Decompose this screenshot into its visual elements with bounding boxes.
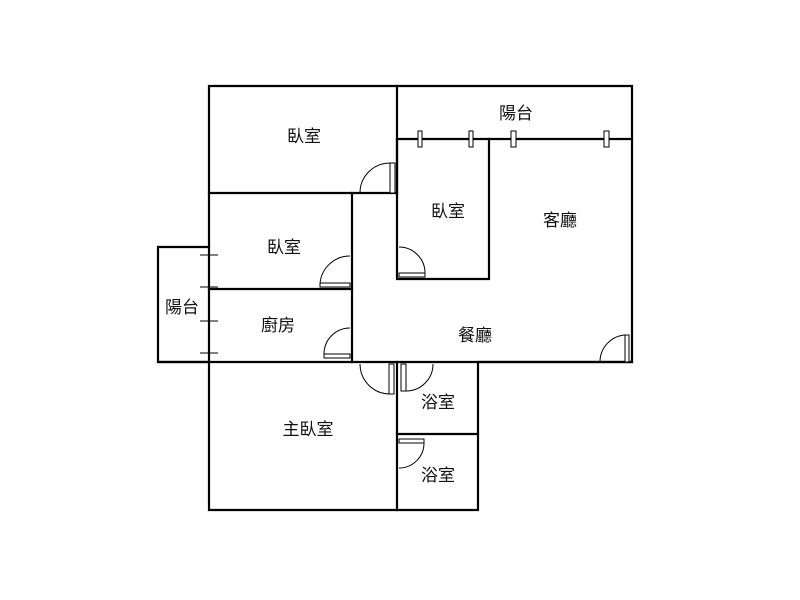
door-bathroom-2 [398, 438, 425, 469]
label-kitchen: 廚房 [261, 315, 295, 336]
window-marker [417, 130, 423, 148]
label-bathroom-2: 浴室 [421, 466, 455, 486]
room-labels: 臥室 陽台 臥室 客廳 臥室 陽台 廚房 餐廳 主臥室 浴室 浴室 [165, 104, 577, 486]
door-kitchen [323, 327, 351, 359]
label-bathroom-1: 浴室 [421, 393, 455, 413]
door-bedroom-top [359, 162, 396, 194]
label-bedroom-small: 臥室 [431, 202, 465, 222]
door-master-bedroom [359, 363, 395, 395]
windows [200, 130, 610, 354]
door-bedroom-middle [319, 255, 351, 288]
doors [319, 162, 630, 469]
window-marker [510, 130, 517, 148]
door-bathroom-1 [400, 363, 434, 392]
exterior-wall [156, 84, 634, 512]
walls [156, 84, 634, 512]
label-living-room: 客廳 [543, 211, 577, 231]
label-bedroom-middle: 臥室 [267, 238, 301, 258]
window-marker [468, 130, 474, 148]
label-balcony-top: 陽台 [499, 104, 533, 124]
door-bedroom-small [398, 246, 426, 278]
door-entrance [599, 334, 630, 363]
label-master-bedroom: 主臥室 [283, 420, 334, 440]
label-dining-room: 餐廳 [458, 326, 492, 346]
window-marker [603, 130, 610, 148]
label-bedroom-top: 臥室 [287, 127, 321, 147]
wall-bedroom-small [395, 137, 491, 281]
label-balcony-left: 陽台 [165, 298, 199, 318]
